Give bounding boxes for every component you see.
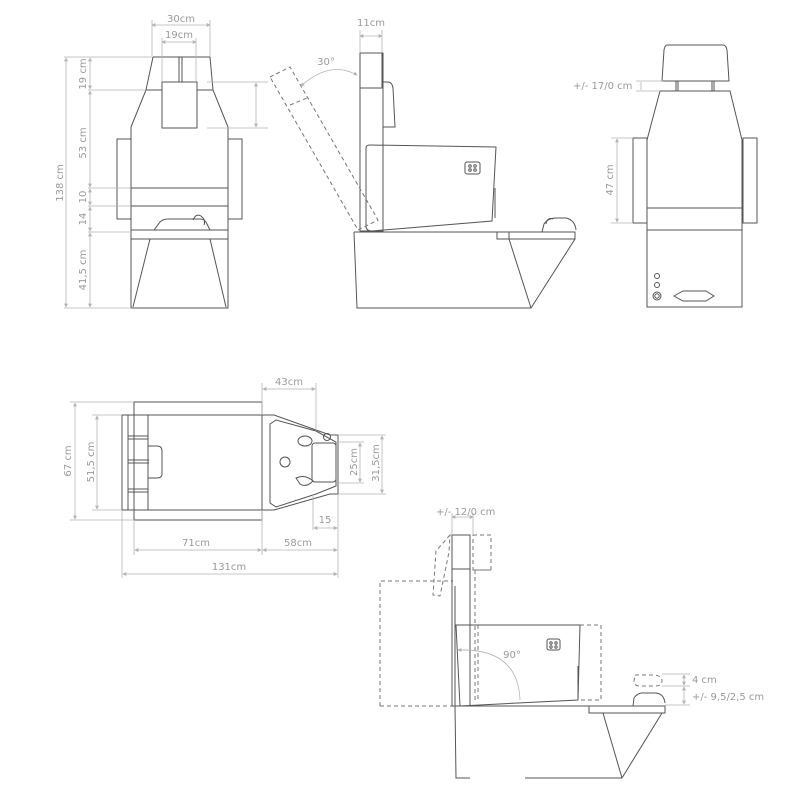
dim-basin-inner-width: 25cm	[349, 448, 360, 476]
front-view: 30cm 19cm 138 cm 19 cm 53 cm 10 14 41,5 …	[55, 14, 268, 309]
dim-seat-band: 10	[78, 191, 89, 204]
dim-basin-overhang: 15	[319, 515, 332, 526]
dim-seat-width: 51,5 cm	[86, 442, 97, 483]
back-view: +/- 17/0 cm 47 cm	[573, 44, 758, 308]
dim-total-length: 131cm	[212, 562, 246, 573]
dim-neckrest-height: 4 cm	[692, 675, 717, 686]
dim-recline-angle: 30°	[317, 57, 335, 68]
dim-seat-thickness: 14	[78, 213, 89, 226]
side-adjust-view: 90° +/- 12/0 cm 4 cm +/- 9,5/2,5 cm	[379, 507, 764, 779]
dim-base-height: 41,5 cm	[78, 250, 89, 291]
dim-seat-angle: 90°	[503, 650, 521, 661]
dim-armrest-height: 47 cm	[605, 164, 616, 195]
dim-headrest-adjust: +/- 17/0 cm	[573, 81, 632, 92]
dim-headrest-inner-width: 19cm	[165, 30, 193, 41]
dim-neckrest-adjust: +/- 9,5/2,5 cm	[692, 692, 764, 703]
dim-basin-length: 43cm	[275, 377, 303, 388]
dim-headrest-height: 19 cm	[78, 58, 89, 89]
dim-headrest-outer-width: 30cm	[167, 14, 195, 25]
dim-backrest-adjust: +/- 12/0 cm	[436, 507, 495, 518]
dim-overall-width: 67 cm	[63, 445, 74, 476]
top-view: 67 cm 51,5 cm 43cm 25cm 31,5cm 15 71cm 5…	[63, 377, 386, 578]
side-view: 30° 11cm	[269, 18, 577, 309]
dim-wash-unit-length: 58cm	[284, 538, 312, 549]
dim-back-height: 53 cm	[78, 127, 89, 158]
dim-seat-length: 71cm	[182, 538, 210, 549]
dim-backrest-depth: 11cm	[357, 18, 385, 29]
dim-basin-outer-width: 31,5cm	[371, 444, 382, 482]
dim-total-height: 138 cm	[55, 164, 66, 202]
